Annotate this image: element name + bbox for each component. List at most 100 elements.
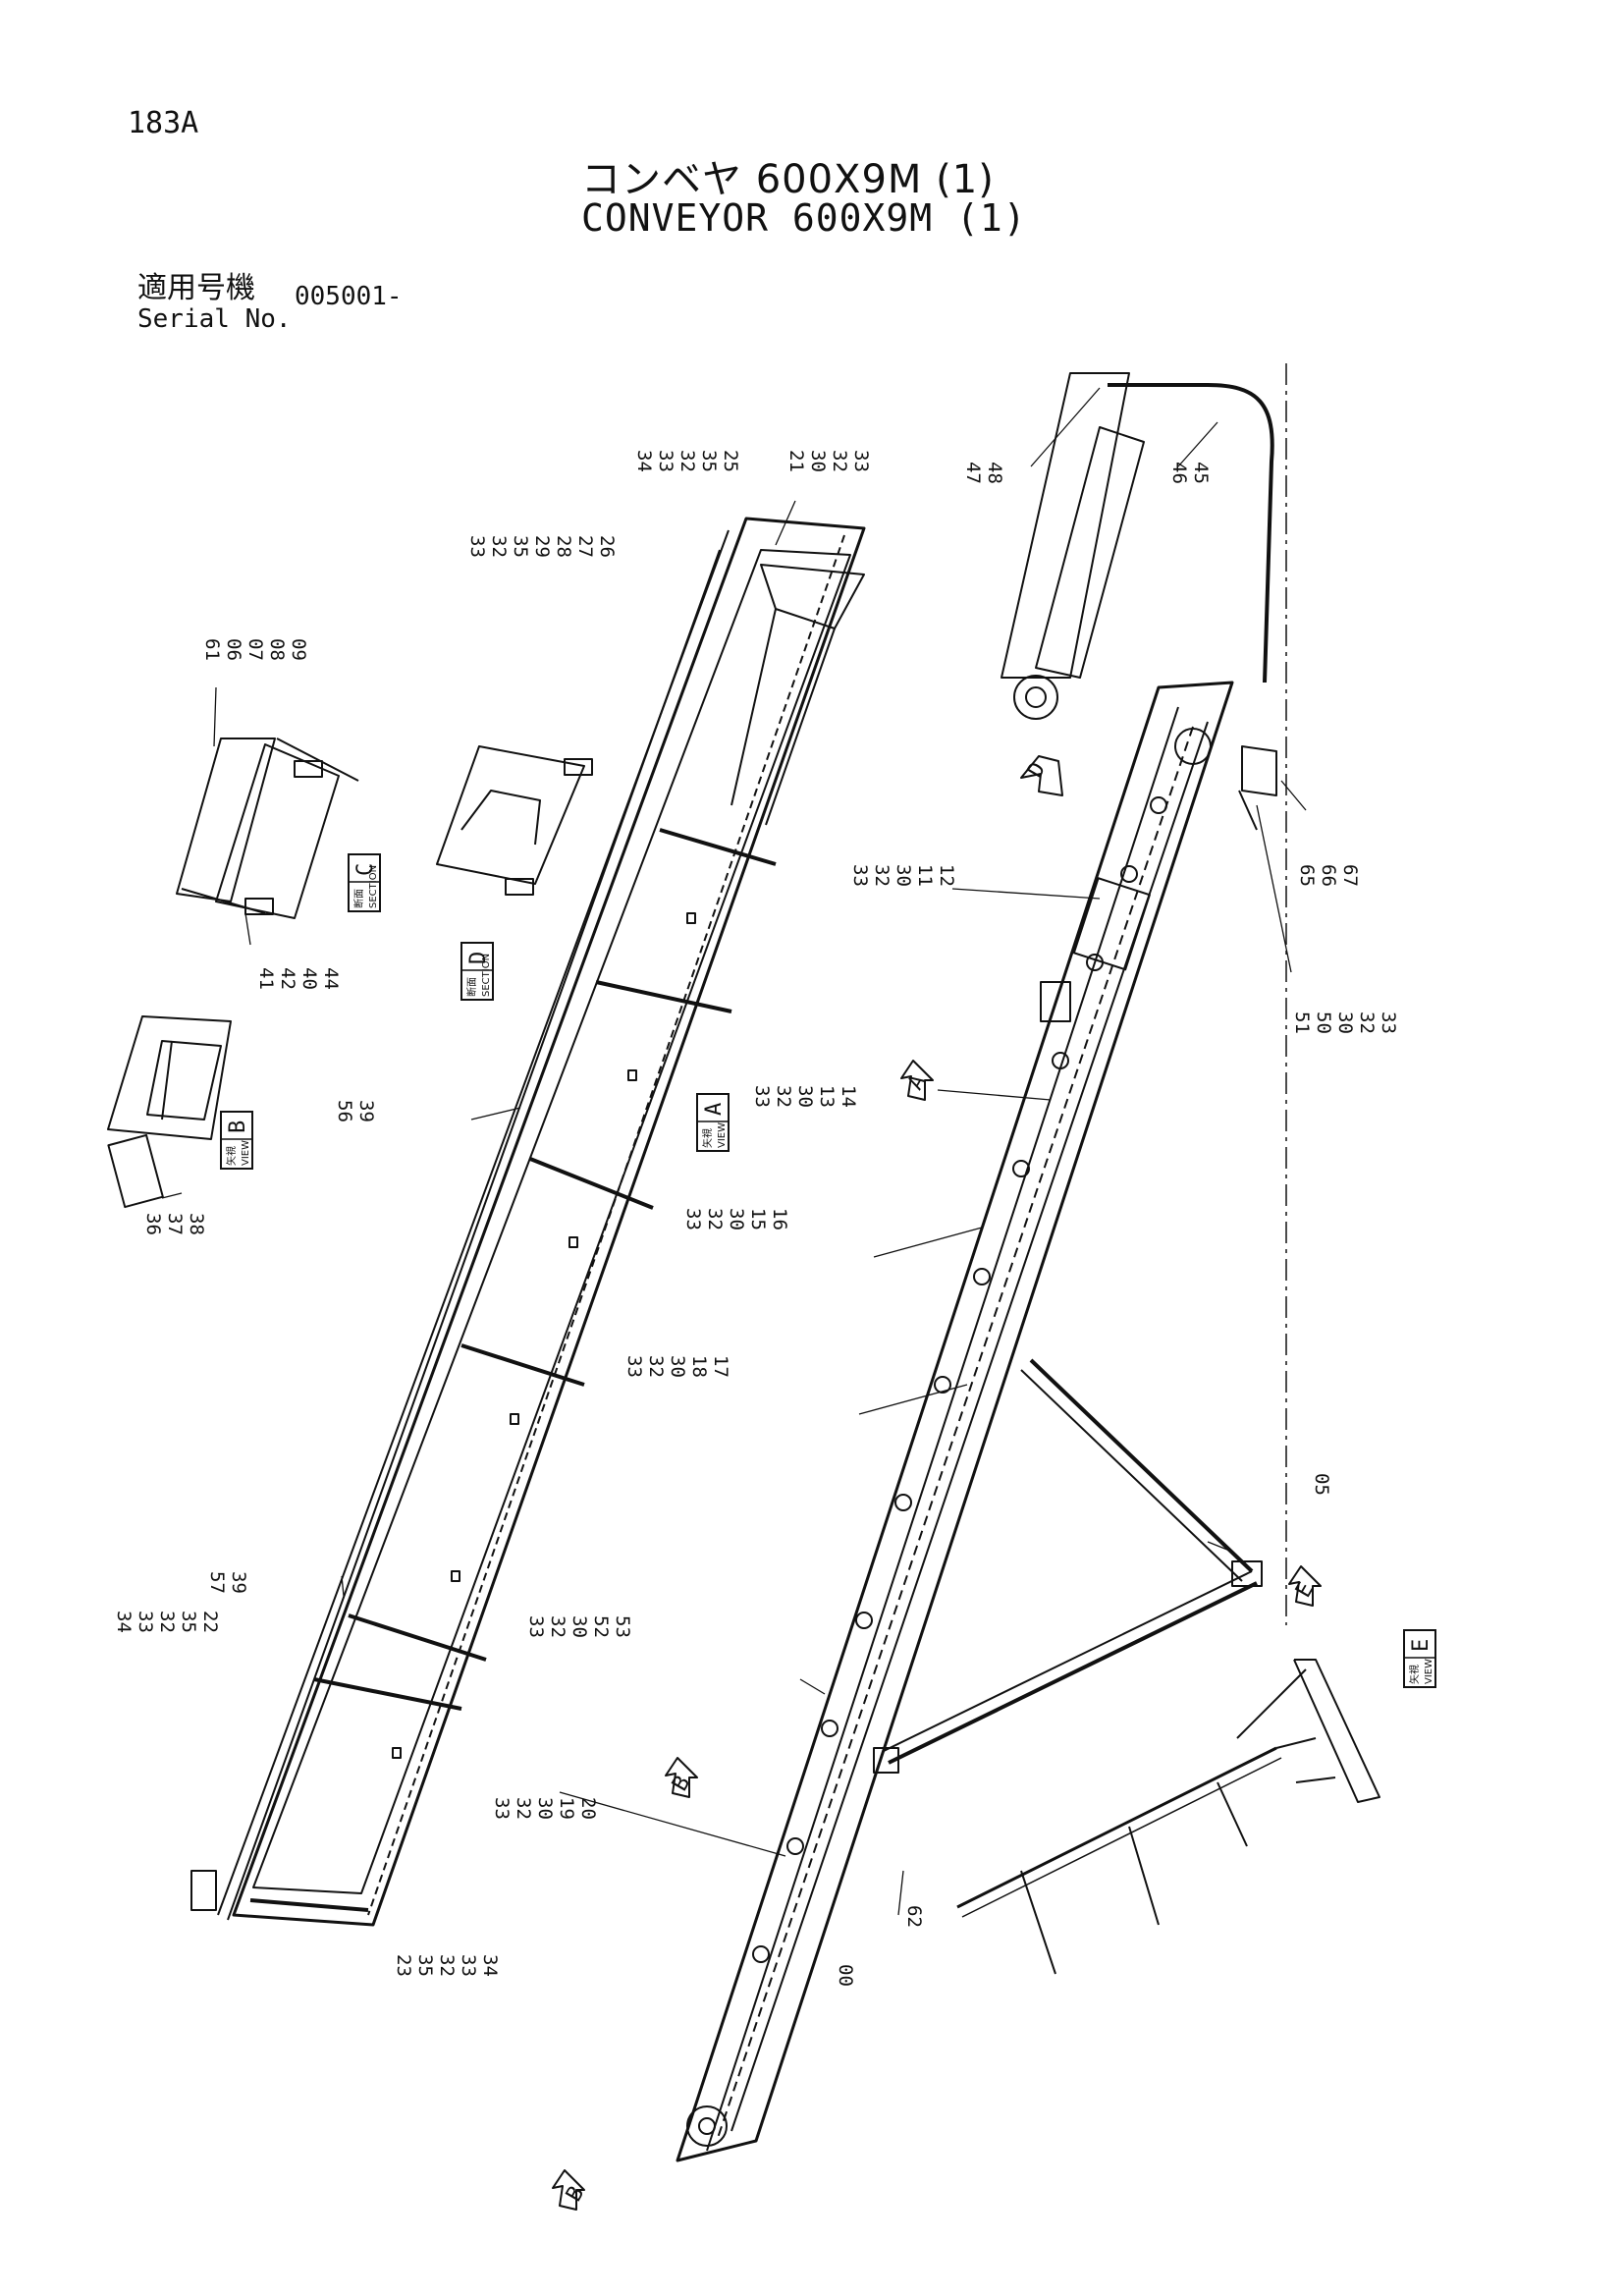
callout-number: 35: [178, 1611, 199, 1633]
callout-number: 35: [698, 450, 720, 472]
view-label-b: 矢視 VIEW B: [220, 1111, 253, 1170]
view-label-b-sub: VIEW: [241, 1140, 251, 1166]
callout-number: 29: [531, 535, 553, 558]
view-label-b-id: B: [226, 1121, 250, 1133]
callout-number: 30: [794, 1085, 816, 1108]
view-label-b-caption: 矢視: [225, 1146, 238, 1166]
view-label-d: 断面 SECTION D: [460, 942, 494, 1001]
callout-number: 15: [747, 1208, 769, 1230]
callout-number: 39: [228, 1571, 249, 1594]
section-c-frame: [176, 738, 359, 919]
callout-number: 51: [1291, 1011, 1313, 1034]
view-label-d-caption: 断面: [465, 977, 478, 997]
callout-number: 56: [334, 1100, 355, 1122]
callout-number: 41: [255, 967, 277, 990]
callout-number: 65: [1296, 864, 1318, 887]
callout-number: 62: [903, 1905, 925, 1928]
view-arrow-shapes: [552, 755, 1322, 2211]
callout-number: 11: [914, 864, 936, 887]
callout-number: 33: [1378, 1011, 1399, 1034]
callout-number: 12: [936, 864, 957, 887]
callout-number: 32: [488, 535, 510, 558]
callout-number: 35: [510, 535, 531, 558]
callout-number: 32: [1356, 1011, 1378, 1034]
callout-number: 34: [633, 450, 655, 472]
callout-number: 42: [277, 967, 298, 990]
callout-number: 19: [556, 1797, 577, 1820]
view-arrow-b-letter: B: [562, 2182, 589, 2206]
callout-number: 30: [807, 450, 829, 472]
callout-number: 00: [835, 1964, 856, 1987]
callout-number: 21: [785, 450, 807, 472]
callout-number: 33: [525, 1615, 547, 1638]
view-label-e-sub: VIEW: [1424, 1659, 1434, 1684]
callout-number: 53: [612, 1615, 633, 1638]
view-arrow-e-letter: E: [1291, 1578, 1319, 1602]
callout-number: 33: [849, 864, 871, 887]
callout-number: 47: [962, 462, 984, 484]
callout-number: 34: [113, 1611, 135, 1633]
callout-number: 32: [436, 1954, 458, 1977]
view-label-a-id: A: [702, 1103, 727, 1116]
view-label-e: 矢視 VIEW E: [1403, 1629, 1436, 1688]
callout-number: 33: [466, 535, 488, 558]
lower-conveyor-frame: [676, 681, 1234, 2162]
callout-number: 17: [710, 1355, 731, 1378]
callout-number: 37: [164, 1213, 186, 1235]
view-label-d-id: D: [466, 952, 491, 964]
callout-number: 06: [223, 638, 244, 661]
callout-number: 32: [829, 450, 850, 472]
view-arrow-letters: A B D E B: [562, 758, 1319, 2206]
serial-label-japanese: 適用号機: [137, 271, 255, 305]
view-b-motor: [107, 1015, 232, 1209]
callout-number: 33: [655, 450, 676, 472]
callout-number: 67: [1339, 864, 1361, 887]
page-code: 183A: [128, 106, 199, 140]
callout-number: 30: [568, 1615, 590, 1638]
callout-number: 39: [355, 1100, 377, 1122]
callout-number: 61: [201, 638, 223, 661]
callout-number: 33: [458, 1954, 479, 1977]
callout-number: 32: [547, 1615, 568, 1638]
callout-number: 18: [688, 1355, 710, 1378]
callout-number: 30: [667, 1355, 688, 1378]
view-label-c-caption: 断面: [352, 889, 365, 908]
callout-number: 32: [156, 1611, 178, 1633]
callout-number: 38: [186, 1213, 207, 1235]
section-d-frame: [436, 745, 593, 896]
callout-number: 33: [682, 1208, 704, 1230]
drive-unit: [1001, 363, 1287, 1625]
callout-number: 57: [206, 1571, 228, 1594]
callout-number: 33: [491, 1797, 513, 1820]
callout-number: 52: [590, 1615, 612, 1638]
callout-number: 30: [726, 1208, 747, 1230]
callout-strut-05: 05: [1311, 1473, 1332, 1496]
callout-number: 33: [623, 1355, 645, 1378]
callout-frame-00: 00: [835, 1964, 856, 1987]
callout-number: 33: [751, 1085, 773, 1108]
view-label-boxes: 矢視 VIEW A 矢視 VIEW B 断面 SECTION C 断面 SECT…: [220, 853, 1436, 1688]
callout-number: 20: [577, 1797, 599, 1820]
view-arrow-d-letter: D: [1023, 758, 1051, 782]
callout-clamp-62: 62: [903, 1905, 925, 1928]
callout-number: 44: [320, 967, 342, 990]
callout-number: 32: [704, 1208, 726, 1230]
view-label-a-caption: 矢視: [701, 1128, 714, 1148]
callout-number: 46: [1168, 462, 1190, 484]
serial-label-english: Serial No.: [137, 304, 292, 334]
callout-number: 50: [1313, 1011, 1334, 1034]
callout-number: 30: [534, 1797, 556, 1820]
